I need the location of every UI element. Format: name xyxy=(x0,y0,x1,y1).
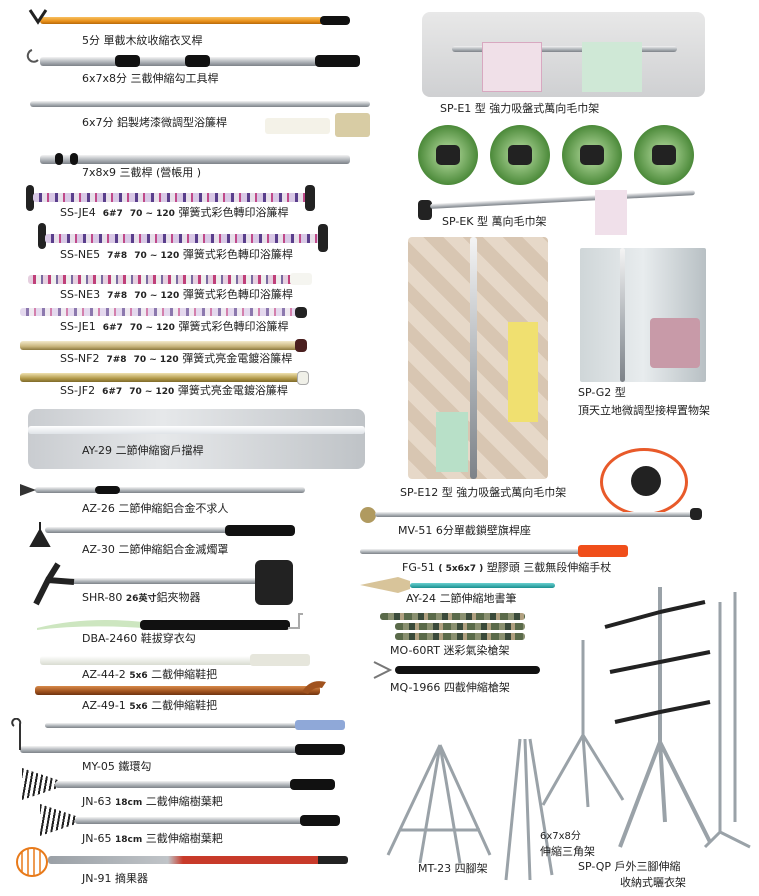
product-image-telescopic-tripod xyxy=(541,640,625,808)
label-tent-pole: 7x8x9 三截桿 (營帳用 ) xyxy=(82,166,202,179)
label-fg-51: FG-51 ( 5x6x7 ) 塑膠頭 三截無段伸縮手杖 xyxy=(402,561,612,574)
product-image-sp-qp xyxy=(604,587,751,849)
label-clothes-fork-pole: 5分 單截木紋收縮衣叉桿 xyxy=(82,34,203,47)
label-shower-rod-adjustable: 6x7分 鋁製烤漆微調型浴簾桿 xyxy=(82,116,228,129)
label-shr-80: SHR-80 26英寸鋁夾物器 xyxy=(82,591,201,604)
label-jn-63: JN-63 18cm 二截伸縮樹葉耙 xyxy=(82,795,223,808)
product-image-sp-g2 xyxy=(580,248,706,382)
product-image-sp-e12 xyxy=(408,237,548,479)
label-mt-23: MT-23 四腳架 xyxy=(418,862,488,875)
label-mq-1966: MQ-1966 四截伸縮槍架 xyxy=(390,681,510,694)
label-ss-ne3: SS-NE3 7#8 70 ~ 120 彈簧式彩色轉印浴簾桿 xyxy=(60,288,293,301)
label-az-30: AZ-30 二節伸縮鋁合金滅燭罩 xyxy=(82,543,229,556)
label-dba-2460: DBA-2460 鞋拔穿衣勾 xyxy=(82,632,196,645)
product-image-ss-jf2 xyxy=(20,373,300,382)
product-image-ss-ne3 xyxy=(28,275,293,284)
label-ss-nf2: SS-NF2 7#8 70 ~ 120 彈簧式亮金電鍍浴簾桿 xyxy=(60,352,293,365)
label-ss-je4: SS-JE4 6#7 70 ~ 120 彈簧式彩色轉印浴簾桿 xyxy=(60,206,289,219)
label-hook-tool-pole: 6x7x8分 三截伸縮勾工具桿 xyxy=(82,72,219,85)
label-az-44-2: AZ-44-2 5x6 二截伸縮鞋把 xyxy=(82,668,218,681)
label-my-05: MY-05 鐵環勾 xyxy=(82,760,152,773)
label-mv-51: MV-51 6分單截鎖壁旗桿座 xyxy=(398,524,531,537)
label-sp-g2: SP-G2 型 xyxy=(578,386,626,399)
product-image-ss-je4 xyxy=(33,193,308,202)
label-sp-e12: SP-E12 型 強力吸盤式萬向毛巾架 xyxy=(400,486,567,499)
label-ay-29: AY-29 二節伸縮窗戶擋桿 xyxy=(82,444,204,457)
label-sp-ek: SP-EK 型 萬向毛巾架 xyxy=(442,215,547,228)
label-az-26: AZ-26 二節伸縮鋁合金不求人 xyxy=(82,502,229,515)
label-mo-60rt: MO-60RT 迷彩氣染槍架 xyxy=(390,644,510,657)
label-sp-g2-desc: 頂天立地微調型接桿置物架 xyxy=(578,404,710,417)
product-image-folded-stand xyxy=(504,738,554,881)
product-image-sp-e1 xyxy=(422,12,705,97)
label-ss-jf2: SS-JF2 6#7 70 ~ 120 彈簧式亮金電鍍浴簾桿 xyxy=(60,384,288,397)
label-sp-e1: SP-E1 型 強力吸盤式萬向毛巾架 xyxy=(440,102,600,115)
product-detail-circle xyxy=(490,125,550,185)
product-detail-circle xyxy=(418,125,478,185)
label-telescopic-tripod: 伸縮三角架 xyxy=(540,845,595,858)
label-sp-qp-desc: 收納式曬衣架 xyxy=(620,876,686,889)
product-image-ss-ne5 xyxy=(45,234,320,243)
label-telescopic-tripod-size: 6x7x8分 xyxy=(540,831,581,842)
label-jn-91: JN-91 摘果器 xyxy=(82,872,148,885)
product-detail-rotation-circle xyxy=(600,448,688,516)
product-image-ss-nf2 xyxy=(20,341,300,350)
label-ss-je1: SS-JE1 6#7 70 ~ 120 彈簧式彩色轉印浴簾桿 xyxy=(60,320,289,333)
label-jn-65: JN-65 18cm 三截伸縮樹葉耙 xyxy=(82,832,223,845)
product-image-ay-29 xyxy=(28,409,365,469)
label-ay-24: AY-24 二節伸縮地書筆 xyxy=(406,592,517,605)
product-detail-circle xyxy=(562,125,622,185)
product-detail-circle xyxy=(634,125,694,185)
label-az-49-1: AZ-49-1 5x6 二截伸縮鞋把 xyxy=(82,699,218,712)
label-sp-qp: SP-QP 戶外三腳伸縮 xyxy=(578,860,681,873)
product-image-ss-je1 xyxy=(20,308,300,316)
product-image-mt-23 xyxy=(386,744,492,864)
label-ss-ne5: SS-NE5 7#8 70 ~ 120 彈簧式彩色轉印浴簾桿 xyxy=(60,248,293,261)
